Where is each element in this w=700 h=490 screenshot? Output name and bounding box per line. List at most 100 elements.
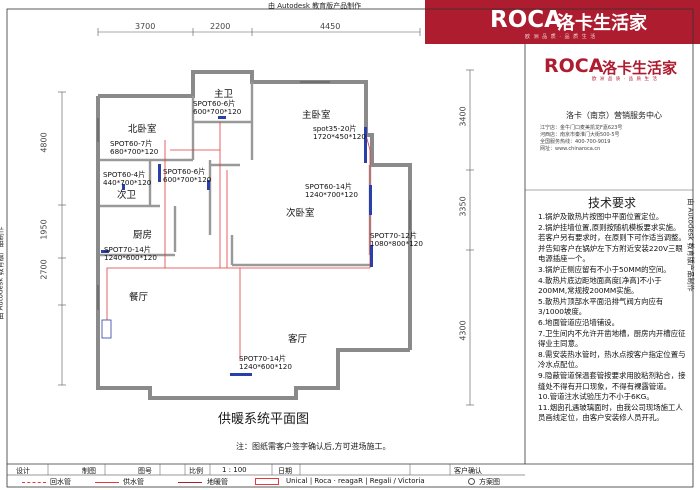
radiator-bar-north-bedroom <box>158 164 161 182</box>
radiator-bar-living <box>230 373 252 376</box>
radiator-size: 600*700*120 <box>193 107 242 116</box>
radiator-label-5: SPOT60-6片 600*700*120 <box>163 168 211 184</box>
radiator-model: SPOT60-4片 <box>103 170 146 179</box>
tb-customer-confirm-label: 客户确认 <box>454 467 482 475</box>
note-item: 4.散热片底边距地面高度[净高]不小于200MM,常规按200MM实施。 <box>538 275 662 296</box>
radiator-model: SPOT70-14片 <box>104 245 152 254</box>
radiator-bar-hall <box>370 245 373 267</box>
heating-pipes <box>106 122 371 360</box>
radiator-size: 1240*600*120 <box>239 362 292 371</box>
dim-right-3: 4300 <box>458 320 468 341</box>
tb-draw-label: 制图 <box>82 467 96 475</box>
dimension-lines <box>58 28 474 406</box>
radiator-label-1: SPOT60-6片 600*700*120 <box>193 100 241 116</box>
note-item: 1.锅炉及散热片按图中平面位置定位。 <box>538 212 664 221</box>
header-tagline: 欧 洲 品 质 · 品 质 生 活 <box>525 34 597 40</box>
tb-date-label: 日期 <box>278 467 292 475</box>
company-website: 网址：www.chinaroca.cn <box>540 146 601 152</box>
legend-supply-label: 供水管 <box>123 478 144 486</box>
company-logo-latin: ROCA <box>544 55 604 77</box>
room-label-master-bedroom: 主卧室 <box>302 110 331 121</box>
note-item: 10.管道注水试验压力不小于6KG。 <box>538 392 654 402</box>
company-tagline: 欧 洲 品 质 · 品 质 生 活 <box>592 77 658 82</box>
radiator-label-9: SPOT70-14片 1240*600*120 <box>239 355 292 371</box>
dim-left-3: 2700 <box>39 259 49 280</box>
legend-scheme-icon <box>468 478 475 485</box>
legend-scheme-label: 方案图 <box>479 478 500 486</box>
tb-scale-label: 比例 <box>189 467 203 475</box>
dim-top-2: 2200 <box>210 22 231 31</box>
company-address-2: 河西店：南京市秦淮门大街500-5号 <box>540 132 620 138</box>
room-label-north-bedroom: 北卧室 <box>128 124 157 135</box>
radiator-label-6: SPOT60-14片 1240*700*120 <box>305 183 358 199</box>
company-name: 洛卡（南京）营销服务中心 <box>566 111 662 120</box>
radiator-label-4: SPOT60-4片 440*700*120 <box>103 171 151 187</box>
radiator-label-8: SPOT70-14片 1240*600*120 <box>104 246 157 262</box>
plan-note: 注：图纸需客户签字确认后,方可进场施工。 <box>236 442 391 451</box>
legend-products-label: Unical | Roca · reagaR | Regali / Victor… <box>286 477 425 485</box>
radiator-bar-second-bedroom <box>369 185 372 215</box>
note-item: 2.锅炉挂墙位置,原则按随机模板要求实施。若客户另有要求时，在原则下可作适当调整… <box>538 222 686 264</box>
radiators <box>101 116 373 376</box>
header-logo-cn: 洛卡生活家 <box>557 13 647 34</box>
room-label-second-bath: 次卫 <box>117 190 137 201</box>
header-brand-band: ROCA 洛卡生活家 欧 洲 品 质 · 品 质 生 活 <box>425 0 700 44</box>
radiator-size: 440*700*120 <box>103 178 152 187</box>
legend-return-label: 回水管 <box>50 478 71 486</box>
tb-design-label: 设计 <box>16 467 30 475</box>
note-item: 3.锅炉正侧应留有不小于50MM的空间。 <box>538 264 671 274</box>
legend-product-swatch <box>255 478 279 485</box>
note-item: 11.烟囱孔遇玻璃面时，由我公司现场施工人员画线定位，由客户安装修人员开孔。 <box>538 402 683 423</box>
room-label-dining: 餐厅 <box>129 292 149 303</box>
radiator-label-7: SPOT70-12片 1080*800*120 <box>370 232 423 248</box>
dim-right-2: 3350 <box>458 196 468 217</box>
radiator-bar-corridor <box>207 180 210 190</box>
tb-drawing-no-label: 图号 <box>138 467 152 475</box>
legend-return-swatch <box>22 482 46 483</box>
company-phone: 全国服务热线：400-700-9019 <box>540 139 611 145</box>
dim-left-1: 4800 <box>39 132 49 153</box>
room-label-kitchen: 厨房 <box>133 230 153 241</box>
walls <box>96 70 412 400</box>
radiator-bar-second-bath <box>122 184 125 190</box>
legend-floor-label: 地暖管 <box>207 478 228 486</box>
radiator-bar-dining <box>101 250 109 253</box>
watermark-top: 由 Autodesk 教育版产品制作 <box>268 2 362 10</box>
dim-top-3: 4450 <box>320 22 341 31</box>
radiator-size: 1720*450*120 <box>313 132 366 141</box>
tb-scale-value: 1 : 100 <box>222 466 247 474</box>
company-block: ROCA 洛卡生活家 欧 洲 品 质 · 品 质 生 活 洛卡（南京）营销服务中… <box>528 47 690 187</box>
radiator-model: SPOT70-14片 <box>239 354 287 363</box>
note-item: 8.需安装热水管时，热水点按客户指定位置与冷水点配位。 <box>538 349 686 370</box>
dim-top-1: 3700 <box>135 22 156 31</box>
radiator-bar-master-bedroom <box>364 127 367 163</box>
radiator-model: SPOT60-6片 <box>163 167 206 176</box>
radiator-model: SPOT60-6片 <box>193 99 236 108</box>
room-label-main-bath: 主卫 <box>214 89 234 100</box>
legend-floor-swatch <box>178 482 202 483</box>
radiator-size: 680*700*120 <box>110 147 159 156</box>
radiator-bar-main-bath <box>218 116 226 119</box>
radiator-size: 1240*600*120 <box>104 253 157 262</box>
note-item: 7.卫生间内不允许开凿地槽，厨房内开槽应征得业主同意。 <box>538 328 686 349</box>
note-item: 6.地面管道应沿墙铺设。 <box>538 317 619 327</box>
dim-right-1: 3400 <box>458 106 468 127</box>
radiator-label-3: SPOT60-7片 680*700*120 <box>110 140 158 156</box>
company-logo-cn: 洛卡生活家 <box>602 59 678 77</box>
radiator-size: 1240*700*120 <box>305 190 358 199</box>
note-item: 5.散热片顶部水平面沿排气阀方向应有3/1000坡度。 <box>538 296 664 317</box>
radiator-model: SPOT60-7片 <box>110 139 153 148</box>
plan-title: 供暖系统平面图 <box>218 412 310 427</box>
notes-list: 1.锅炉及散热片按图中平面位置定位。 2.锅炉挂墙位置,原则按随机模板要求实施。… <box>538 212 686 424</box>
radiator-model: spot35-20片 <box>313 124 357 133</box>
radiator-size: 1080*800*120 <box>370 239 423 248</box>
radiator-size: 600*700*120 <box>163 175 212 184</box>
note-item: 9.隐蔽管道保温套管按要求用胶粘剂粘合，接缝处不得有开口现象，不得有裸露管道。 <box>538 370 686 391</box>
radiator-model: SPOT70-12片 <box>370 231 418 240</box>
notes-title: 技术要求 <box>588 196 637 210</box>
room-label-second-bedroom: 次卧室 <box>286 208 315 219</box>
windows <box>97 81 411 310</box>
inner-walls <box>100 82 372 267</box>
